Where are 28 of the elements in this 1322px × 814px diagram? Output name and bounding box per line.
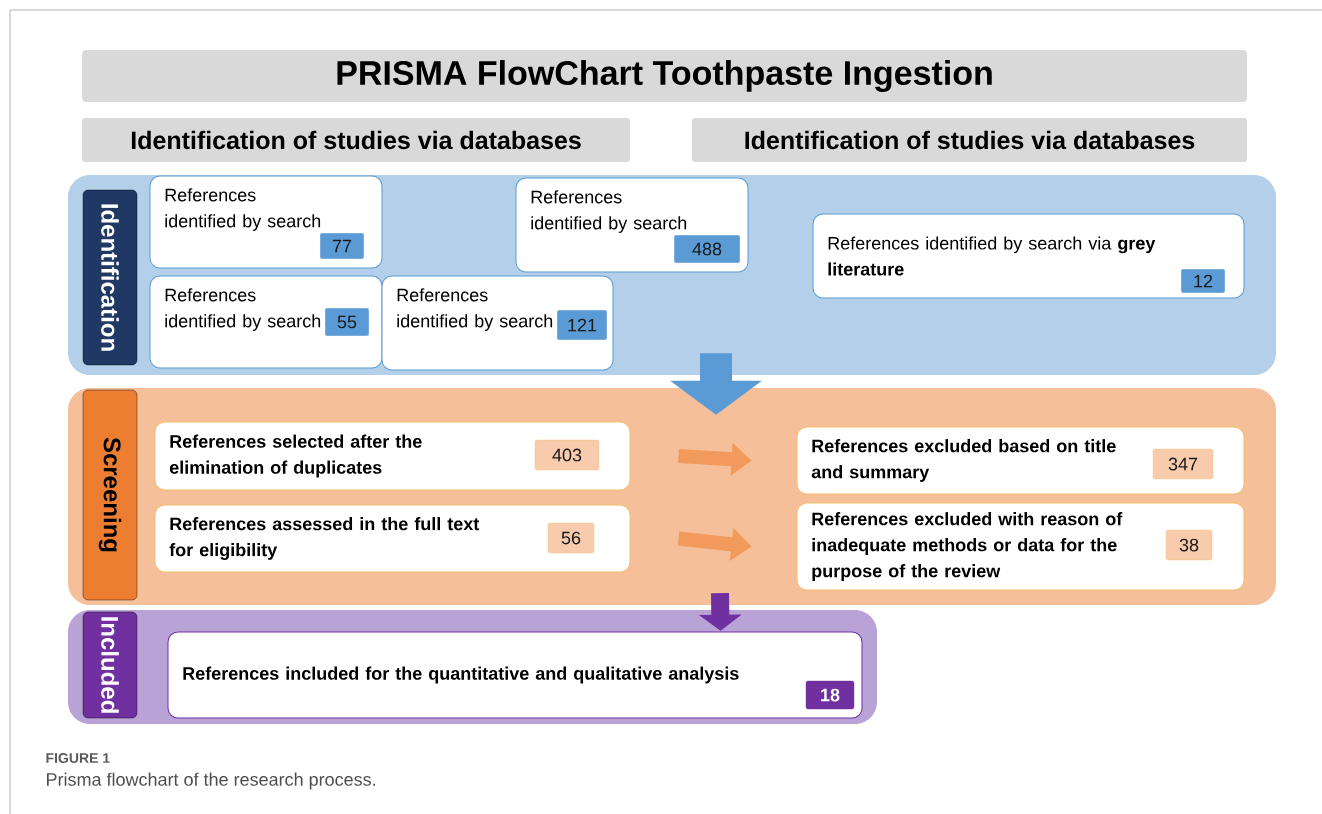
count-badge: 121	[556, 309, 608, 341]
count-badge: 38	[1165, 529, 1213, 561]
count-badge: 347	[1152, 448, 1214, 480]
caption: Prisma flowchart of the research process.	[47, 772, 375, 790]
count-badge: 488	[673, 234, 741, 264]
count-badge: 12	[1180, 268, 1226, 294]
count-badge: 403	[534, 439, 600, 471]
stage-tab: Identification	[82, 189, 138, 366]
reference-box: References excluded with reason of inadequate methods or data for the purpose of the review 38	[796, 502, 1245, 591]
figure-number: FIGURE 1	[46, 753, 110, 763]
count-badge: 55	[324, 307, 370, 337]
title-band: PRISMA FlowChart Toothpaste Ingestion	[82, 50, 1247, 102]
reference-box: References assessed in the full text for eligibility 56	[154, 504, 631, 573]
reference-box: References identified by search 121	[381, 275, 614, 371]
reference-box: References excluded based on title and summary 347	[796, 426, 1245, 495]
section-header: Identification of studies via databases	[82, 118, 630, 162]
reference-box: References identified by search via grey literature 12	[812, 213, 1245, 299]
reference-box: References identified by search 488	[515, 177, 749, 273]
stage-tab: Included	[82, 611, 138, 719]
reference-box: References identified by search 77	[149, 175, 383, 269]
reference-box: References included for the quantitative and qualitative analysis 18	[167, 631, 863, 719]
reference-box: References selected after the elimination of duplicates 403	[154, 421, 631, 491]
count-badge: 56	[547, 522, 595, 554]
count-badge: 77	[319, 232, 365, 260]
count-badge: 18	[805, 680, 855, 710]
reference-box: References identified by search 55	[149, 275, 383, 369]
stage-tab: Screening	[82, 389, 138, 601]
section-header: Identification of studies via databases	[692, 118, 1247, 162]
